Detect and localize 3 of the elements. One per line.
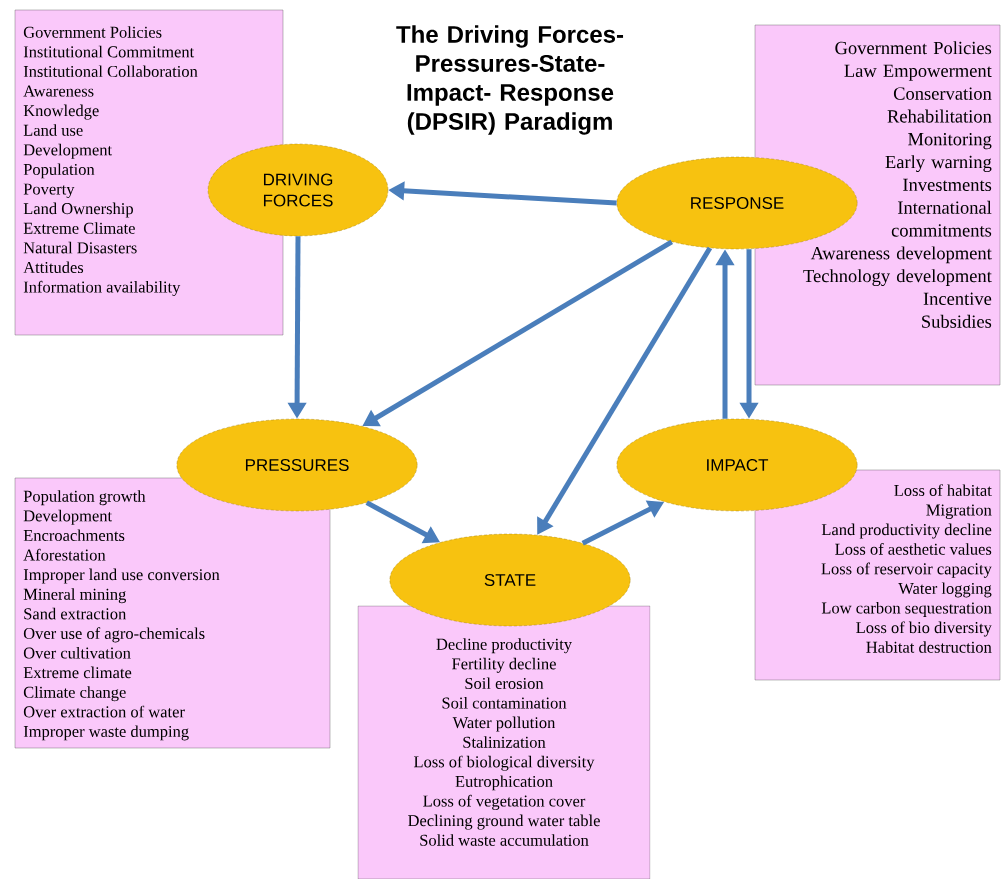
text-box: Population growth Development Encroachments Aforestation Improper land use conversion Mineral mining Sand extraction Over use of agro-chemicals Over cultivation Extreme climate Climate change Over extraction of water Improper waste dumping: [14, 477, 331, 749]
title: The Driving Forces- Pressures-State-Impact- Response (DPSIR) Paradigm: [396, 25, 624, 135]
text-box: Decline productivity Fertility decline Soil erosion Soil contamination Water pollution Stalinization Loss of biological diversity Eutrophication Loss of vegetation cover Declining ground water table Solid waste accumulation: [357, 605, 651, 879]
